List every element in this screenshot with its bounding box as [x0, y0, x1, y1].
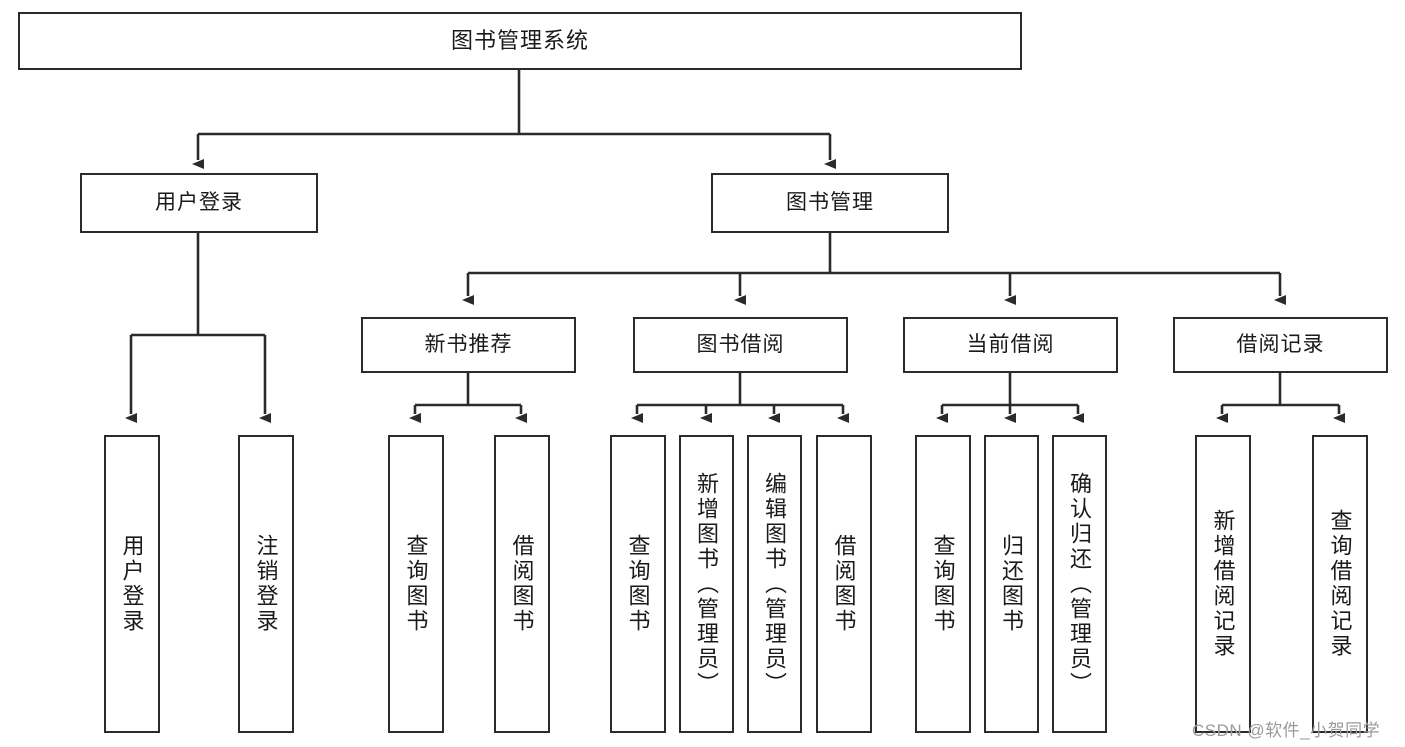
node-leaf-confirm-return[interactable]: 确认归还（管理员）	[1052, 435, 1107, 733]
node-user-login-label: 用户登录	[155, 190, 243, 214]
node-new-book-recommend[interactable]: 新书推荐	[361, 317, 576, 373]
node-leaf-confirm-return-label: 确认归还（管理员）	[1067, 471, 1093, 697]
node-leaf-query-book-3-label: 查询图书	[930, 534, 956, 634]
node-new-book-recommend-label: 新书推荐	[424, 332, 513, 356]
node-book-borrow[interactable]: 图书借阅	[633, 317, 848, 373]
node-leaf-add-book-label: 新增图书（管理员）	[694, 471, 720, 697]
node-leaf-return-book[interactable]: 归还图书	[984, 435, 1039, 733]
node-root-label: 图书管理系统	[450, 28, 589, 54]
node-leaf-add-record[interactable]: 新增借阅记录	[1195, 435, 1251, 733]
node-leaf-logout-login[interactable]: 注销登录	[238, 435, 294, 733]
node-leaf-query-book-1[interactable]: 查询图书	[388, 435, 444, 733]
node-current-borrow[interactable]: 当前借阅	[903, 317, 1118, 373]
node-book-manage-label: 图书管理	[786, 190, 874, 214]
node-leaf-query-book-2[interactable]: 查询图书	[610, 435, 666, 733]
node-leaf-return-book-label: 归还图书	[999, 534, 1025, 634]
node-leaf-add-book[interactable]: 新增图书（管理员）	[679, 435, 734, 733]
node-borrow-record[interactable]: 借阅记录	[1173, 317, 1388, 373]
node-leaf-query-book-2-label: 查询图书	[625, 534, 651, 634]
node-leaf-borrow-book-2[interactable]: 借阅图书	[816, 435, 872, 733]
node-leaf-edit-book[interactable]: 编辑图书（管理员）	[747, 435, 802, 733]
node-leaf-query-book-1-label: 查询图书	[403, 534, 429, 634]
node-leaf-borrow-book-1[interactable]: 借阅图书	[494, 435, 550, 733]
node-leaf-user-login-label: 用户登录	[119, 534, 145, 634]
node-book-manage[interactable]: 图书管理	[711, 173, 949, 233]
node-borrow-record-label: 借阅记录	[1236, 332, 1325, 356]
node-leaf-add-record-label: 新增借阅记录	[1210, 509, 1236, 659]
node-leaf-borrow-book-1-label: 借阅图书	[509, 534, 535, 634]
node-current-borrow-label: 当前借阅	[966, 332, 1055, 356]
node-leaf-query-book-3[interactable]: 查询图书	[915, 435, 971, 733]
node-book-borrow-label: 图书借阅	[696, 332, 785, 356]
node-leaf-query-record-label: 查询借阅记录	[1327, 509, 1353, 659]
node-leaf-query-record[interactable]: 查询借阅记录	[1312, 435, 1368, 733]
node-leaf-borrow-book-2-label: 借阅图书	[831, 534, 857, 634]
node-leaf-edit-book-label: 编辑图书（管理员）	[762, 471, 788, 697]
node-root[interactable]: 图书管理系统	[18, 12, 1022, 70]
csdn-watermark: CSDN @软件_小贺同学	[1192, 721, 1381, 740]
node-user-login[interactable]: 用户登录	[80, 173, 318, 233]
node-leaf-logout-login-label: 注销登录	[253, 534, 279, 634]
node-leaf-user-login[interactable]: 用户登录	[104, 435, 160, 733]
